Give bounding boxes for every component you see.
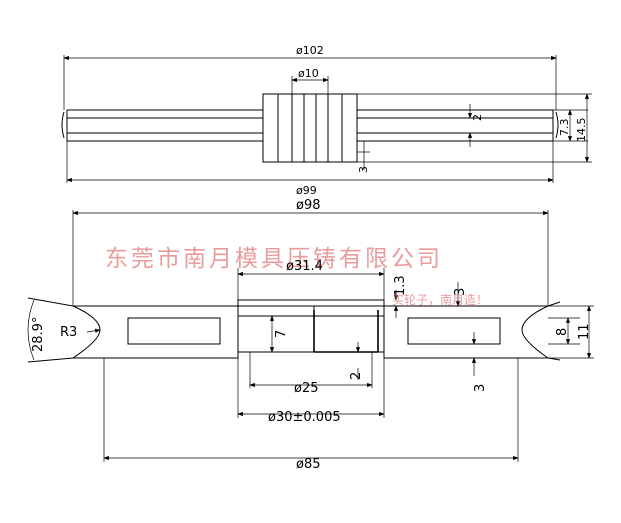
dim-seat-depth: 1.3 <box>393 275 408 296</box>
dim-bore-section: ø25 <box>294 381 319 396</box>
dim-groove-angle: 28.9° <box>31 317 46 352</box>
dim-groove-width: 8 <box>555 328 570 336</box>
dim-groove-radius: R3 <box>60 325 77 340</box>
dim-web-thickness: 2 <box>471 114 484 121</box>
section-view: ø98 ø31.4 1.3 3 买轮子，南月造！ R3 28.9° 7 8 11 <box>27 198 594 472</box>
dim-outer-diameter: ø98 <box>296 198 321 213</box>
dim-fit-diameter: ø30±0.005 <box>268 410 341 425</box>
wheel-body-section <box>71 305 239 359</box>
dim-hub-height: 7 <box>274 330 289 338</box>
dim-total-height: 14.5 <box>575 118 588 143</box>
top-view: ø102 ø10 ø99 2 3 7.3 14.5 <box>61 44 592 197</box>
dim-bearing-seat: ø31.4 <box>286 259 323 274</box>
bore-hole <box>291 93 329 163</box>
dim-overall-diameter: ø102 <box>296 44 324 57</box>
dim-web-diameter: ø85 <box>296 457 321 472</box>
right-arm-section <box>356 117 554 134</box>
watermark-slogan: 买轮子，南月造！ <box>392 292 488 307</box>
left-arm-section <box>66 117 264 134</box>
dim-step: 2 <box>349 372 364 380</box>
bearing-seat <box>237 299 385 307</box>
hub-section <box>262 93 358 163</box>
dim-groove-depth: 3 <box>453 288 468 296</box>
watermark-company: 东莞市南月模具压铸有限公司 <box>105 246 443 272</box>
dim-total-height-section: 11 <box>577 323 592 340</box>
dim-inner-height: 7.3 <box>558 119 571 137</box>
dim-web-step: 3 <box>473 384 488 392</box>
dim-inner-diameter: ø99 <box>296 184 317 197</box>
dim-hub-step: 3 <box>357 166 370 173</box>
dim-bore-diameter: ø10 <box>298 67 319 80</box>
